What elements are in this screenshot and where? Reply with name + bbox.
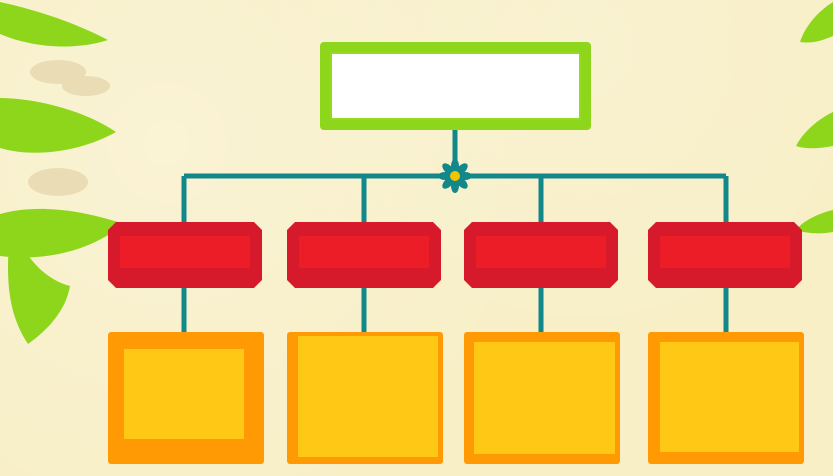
level-two-node-3 <box>464 222 618 288</box>
background-blob <box>28 168 88 196</box>
leaf-icon <box>796 210 833 234</box>
level-two-node-2 <box>287 222 441 288</box>
flower-icon <box>438 159 472 193</box>
level-three-node-inner <box>298 336 438 457</box>
level-two-node-inner <box>299 236 429 268</box>
level-three-node-3 <box>464 332 620 464</box>
background-blob <box>62 76 110 96</box>
level-two-node-1 <box>108 222 262 288</box>
level-three-node-1 <box>108 332 264 464</box>
level-two-node-inner <box>660 236 790 268</box>
leaf-icon <box>800 2 833 43</box>
level-three-node-4 <box>648 332 804 464</box>
level-three-node-inner <box>124 349 244 439</box>
level-two-node-inner <box>120 236 250 268</box>
level-two-node-inner <box>476 236 606 268</box>
level-three-node-inner <box>660 342 799 452</box>
level-three-node-2 <box>287 332 443 464</box>
leaf-icon <box>7 220 70 344</box>
level-two-node-4 <box>648 222 802 288</box>
leaf-icon <box>0 98 116 153</box>
level-three-node-inner <box>474 342 615 454</box>
leaf-icon <box>0 2 108 47</box>
root-node <box>320 42 591 130</box>
leaf-icon <box>0 208 124 258</box>
leaf-icon <box>796 112 833 149</box>
